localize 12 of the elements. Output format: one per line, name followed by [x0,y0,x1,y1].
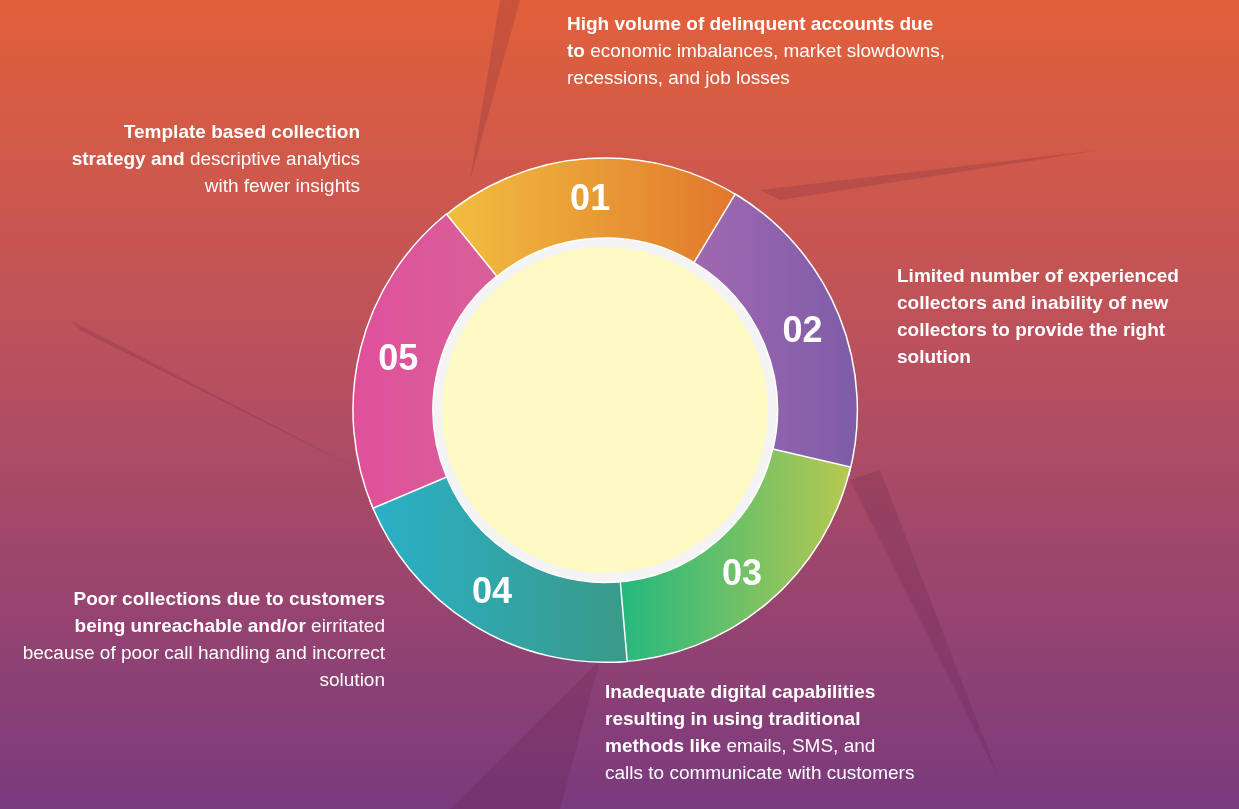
step-number: 04 [472,569,513,612]
description-text: High volume of delinquent accounts due to economic imbalances, market slowdowns, recessions, and job losses [567,12,947,90]
step-number: 01 [570,176,611,219]
ring-segment [353,214,497,509]
description-text: Limited number of experienced collectors and inability of new collectors to provide the right solution [897,264,1180,369]
description-text: Poor collections due to customers being unreachable and/or eirritated because of poor call handling and incorrect solution [21,587,385,692]
ring-segment [693,194,857,476]
description-text: Inadequate digital capabilities resulting in using traditional methods like emails, SMS, and calls to communicate with customers [605,680,915,785]
step-number: 05 [378,337,419,380]
description-text: Template based collection strategy and descriptive analytics with fewer insights [70,120,360,198]
step-number: 02 [782,309,823,352]
step-number: 03 [721,552,762,595]
